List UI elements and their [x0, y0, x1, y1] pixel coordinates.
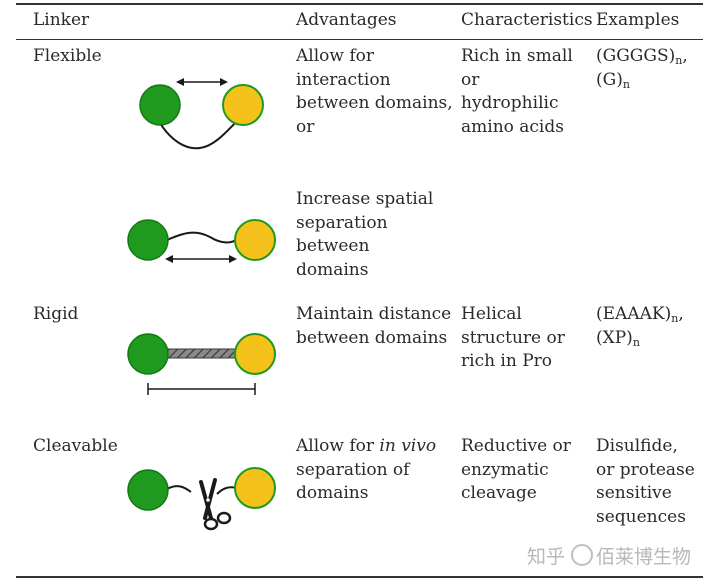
- watermark: 知乎佰莱博生物: [527, 544, 692, 568]
- row-flexible-examples: (GGGGS)n, (G)n: [596, 46, 688, 91]
- double-arrow-icon: [176, 78, 228, 86]
- header-examples: Examples: [596, 10, 680, 30]
- flexible-separation-diagram: [127, 219, 276, 263]
- green-domain: [127, 469, 169, 511]
- header-rule: [16, 39, 703, 40]
- flexible-interaction-diagram: [139, 78, 264, 150]
- scissors-icon: [199, 478, 232, 531]
- yellow-domain: [222, 84, 264, 126]
- row-flexible-characteristics: Rich in small or hydrophilic amino acids: [461, 46, 573, 137]
- cleavable-linker-left: [166, 485, 192, 493]
- rigid-diagram: [127, 333, 276, 395]
- row-cleavable-characteristics: Reductive or enzymatic cleavage: [461, 436, 571, 503]
- distance-bar-icon: [147, 383, 256, 395]
- double-arrow-icon: [165, 255, 237, 263]
- cleavable-diagram: [127, 467, 276, 531]
- row-rigid-advantages: Maintain distance between domains: [296, 304, 452, 348]
- yellow-domain: [234, 333, 276, 375]
- yellow-domain: [234, 219, 276, 261]
- green-domain: [127, 219, 169, 261]
- cleavable-linker-right: [216, 486, 238, 495]
- header-advantages: Advantages: [296, 10, 397, 30]
- row-rigid-linker: Rigid: [33, 304, 79, 324]
- rigid-linker-rod: [162, 348, 244, 359]
- row-rigid-examples: (EAAAK)n, (XP)n: [596, 304, 684, 349]
- row-flexible-advantages-a: Allow for interaction between domains, o…: [296, 46, 453, 137]
- flexible-linker-wave: [166, 231, 238, 244]
- header-linker: Linker: [33, 10, 90, 30]
- row-rigid-characteristics: Helical structure or rich in Pro: [461, 304, 565, 371]
- header-characteristics: Characteristics: [461, 10, 593, 30]
- row-cleavable-examples: Disulfide, or protease sensitive sequenc…: [596, 436, 695, 527]
- row-cleavable-advantages: Allow for in vivo separation of domains: [296, 436, 437, 503]
- flexible-linker-loop: [157, 119, 239, 150]
- row-cleavable-linker: Cleavable: [33, 436, 118, 456]
- green-domain: [127, 333, 169, 375]
- top-rule: [16, 3, 703, 5]
- watermark-avatar-icon: [571, 544, 594, 566]
- row-flexible-advantages-b: Increase spatial separation between doma…: [296, 189, 434, 280]
- green-domain: [139, 84, 181, 126]
- row-flexible-linker: Flexible: [33, 46, 102, 66]
- yellow-domain: [234, 467, 276, 509]
- bottom-rule: [16, 576, 703, 578]
